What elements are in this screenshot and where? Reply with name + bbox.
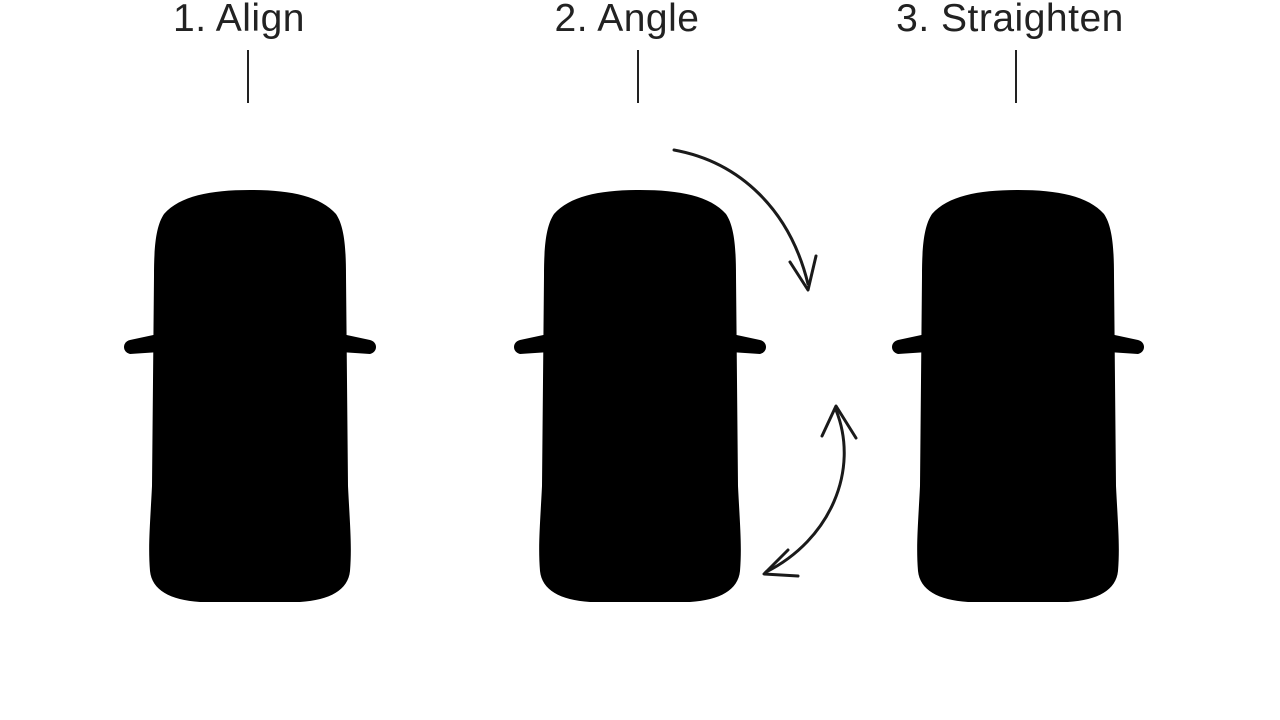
curved-arrow-icon <box>672 148 818 292</box>
step-3-label: 3. Straighten <box>896 0 1124 40</box>
curved-double-arrow-icon <box>762 404 858 578</box>
step-1-tick <box>247 50 249 103</box>
step-1-label: 1. Align <box>173 0 305 40</box>
step-2-tick <box>637 50 639 103</box>
step-3-tick <box>1015 50 1017 103</box>
step-2-label: 2. Angle <box>554 0 700 40</box>
